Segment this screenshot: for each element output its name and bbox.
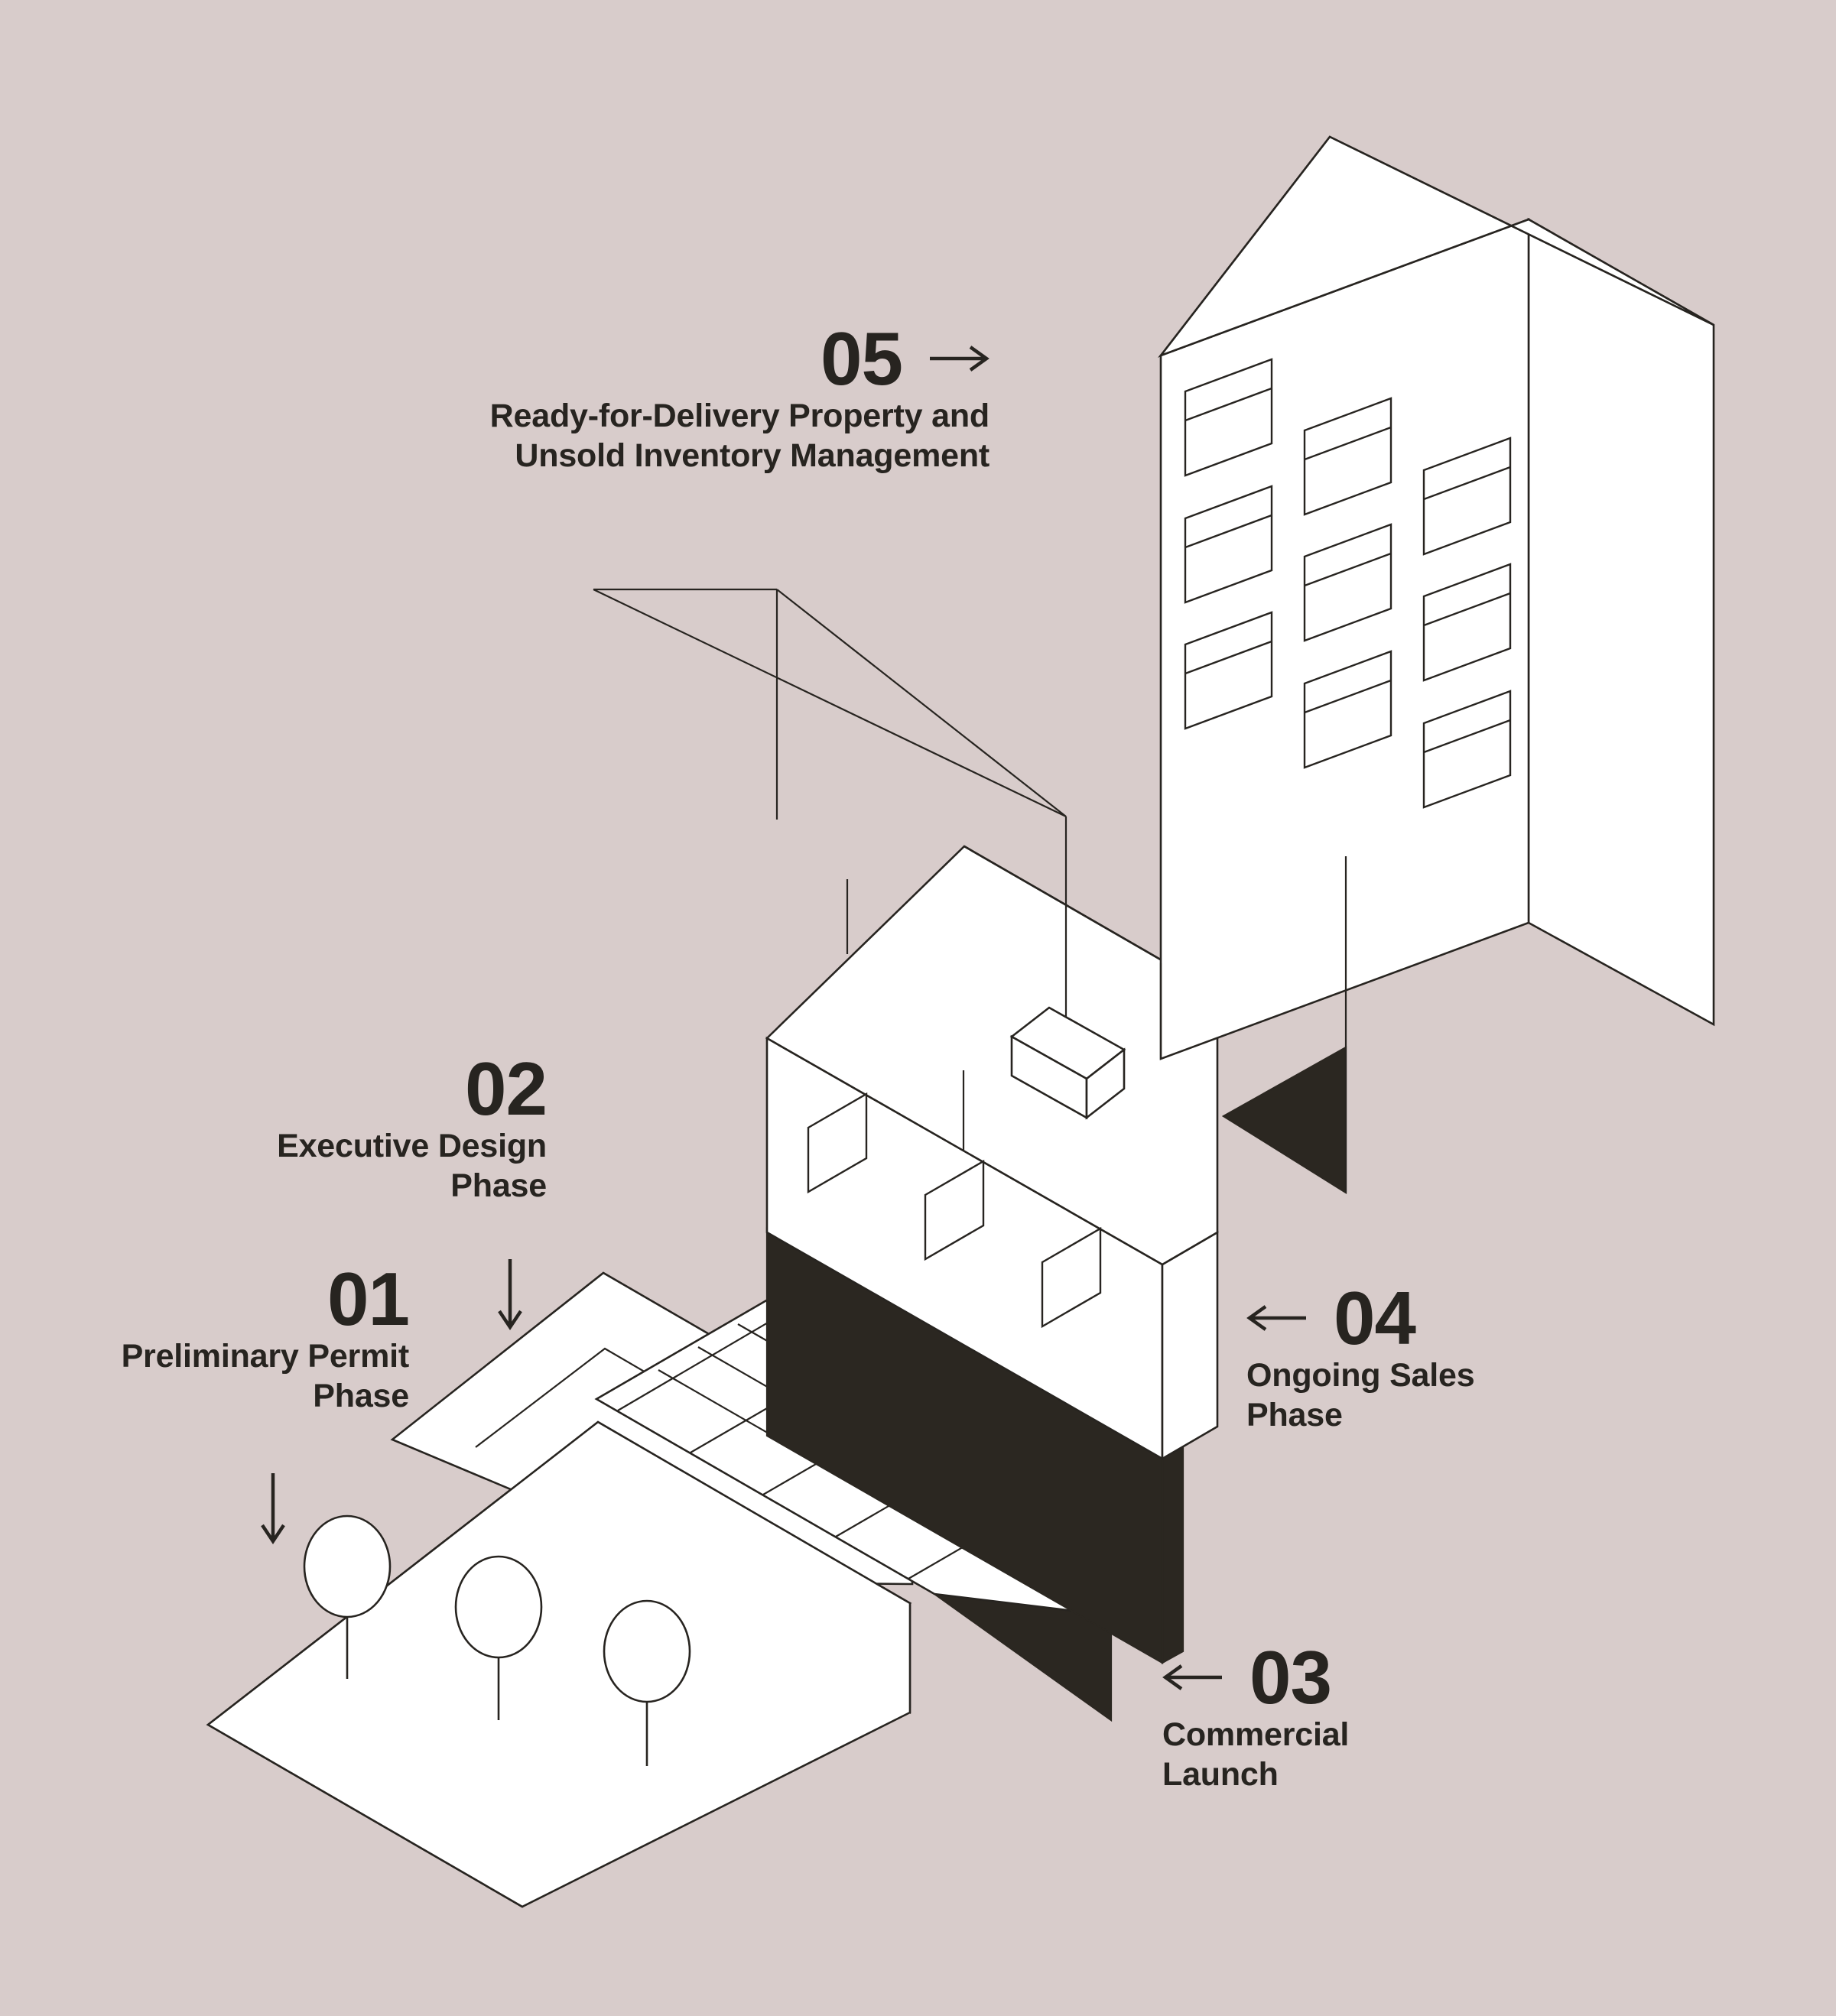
step-05-title: Ready-for-Delivery Property and Unsold I… bbox=[489, 398, 990, 475]
tower-window-r1c1 bbox=[1184, 358, 1273, 477]
tree-2 bbox=[454, 1555, 543, 1720]
step-03-number: 03 bbox=[1249, 1635, 1332, 1719]
step-04-number-row: 04 bbox=[1246, 1281, 1675, 1355]
crane-tie-upper bbox=[776, 589, 1067, 817]
step-05-number-row: 05 bbox=[408, 321, 989, 396]
foreground-site-plane bbox=[206, 1420, 912, 1908]
step-04-title: Ongoing Sales Phase bbox=[1246, 1357, 1475, 1434]
tree-1 bbox=[303, 1514, 392, 1679]
step-label-02: 02 Executive Design Phase bbox=[107, 1047, 548, 1206]
tree-2-canopy bbox=[454, 1555, 543, 1659]
step-02-title: Executive Design Phase bbox=[277, 1128, 547, 1205]
tower-roof-plane bbox=[1158, 135, 1714, 358]
tower-right-face bbox=[1527, 217, 1715, 1027]
step-01-title: Preliminary Permit Phase bbox=[121, 1338, 410, 1415]
midrise-window-3 bbox=[1041, 1226, 1102, 1329]
arrow-right-icon bbox=[930, 346, 989, 372]
tower-window-r3c1 bbox=[1184, 611, 1273, 730]
tower-window-r3c3 bbox=[1422, 690, 1512, 809]
step-label-01: 01 Preliminary Permit Phase bbox=[42, 1257, 410, 1417]
hoisted-module bbox=[1009, 1006, 1126, 1120]
midrise-roof-deck bbox=[765, 845, 1219, 1266]
tower-windows bbox=[1184, 358, 1512, 809]
step-03-number-row: 03 bbox=[1162, 1640, 1591, 1715]
arrow-down-icon bbox=[261, 1473, 285, 1545]
tower-base-shadow bbox=[1221, 1046, 1347, 1194]
tower-window-r2c3 bbox=[1422, 563, 1512, 682]
step-04-number: 04 bbox=[1334, 1276, 1416, 1360]
midrise-windows bbox=[807, 1092, 1102, 1329]
arrow-left-icon bbox=[1246, 1305, 1306, 1331]
tower-crane bbox=[593, 588, 1067, 1034]
step-02-number: 02 bbox=[464, 1047, 548, 1131]
tree-3 bbox=[603, 1599, 691, 1766]
podium-right-band bbox=[1161, 1443, 1184, 1664]
midrise-right-face bbox=[1161, 1230, 1219, 1461]
tower-window-r2c1 bbox=[1184, 485, 1273, 604]
midrise-window-2 bbox=[924, 1159, 985, 1261]
arrow-left-icon bbox=[1162, 1664, 1222, 1690]
arrow-down-icon bbox=[498, 1259, 522, 1331]
tower-window-r1c2 bbox=[1303, 397, 1392, 516]
step-03-title: Commercial Launch bbox=[1162, 1716, 1350, 1794]
step-label-05: 05 Ready-for-Delivery Property and Unsol… bbox=[408, 321, 990, 476]
step-01-arrow-wrap bbox=[260, 1472, 286, 1545]
tower-window-r3c2 bbox=[1303, 650, 1392, 769]
mid-rise-block bbox=[765, 845, 1219, 1461]
tree-3-canopy bbox=[603, 1599, 691, 1703]
midrise-window-1 bbox=[807, 1092, 868, 1194]
step-label-04: 04 Ongoing Sales Phase bbox=[1246, 1281, 1675, 1436]
crane-tie-lower bbox=[593, 589, 1067, 817]
step-01-number-row: 01 bbox=[42, 1257, 410, 1341]
tree-1-canopy bbox=[303, 1514, 392, 1618]
module-right-face bbox=[1085, 1047, 1126, 1120]
step-label-03: 03 Commercial Launch bbox=[1162, 1640, 1591, 1795]
tower-front-face bbox=[1159, 218, 1530, 1060]
tower-block bbox=[1158, 135, 1715, 1194]
step-02-number-row: 02 bbox=[107, 1047, 548, 1131]
foreground-site-top bbox=[206, 1420, 912, 1908]
tower-window-r2c2 bbox=[1303, 523, 1392, 642]
step-01-number: 01 bbox=[327, 1257, 410, 1341]
step-05-number: 05 bbox=[820, 317, 903, 401]
step-02-arrow-wrap bbox=[497, 1258, 523, 1331]
tower-window-r1c3 bbox=[1422, 437, 1512, 556]
